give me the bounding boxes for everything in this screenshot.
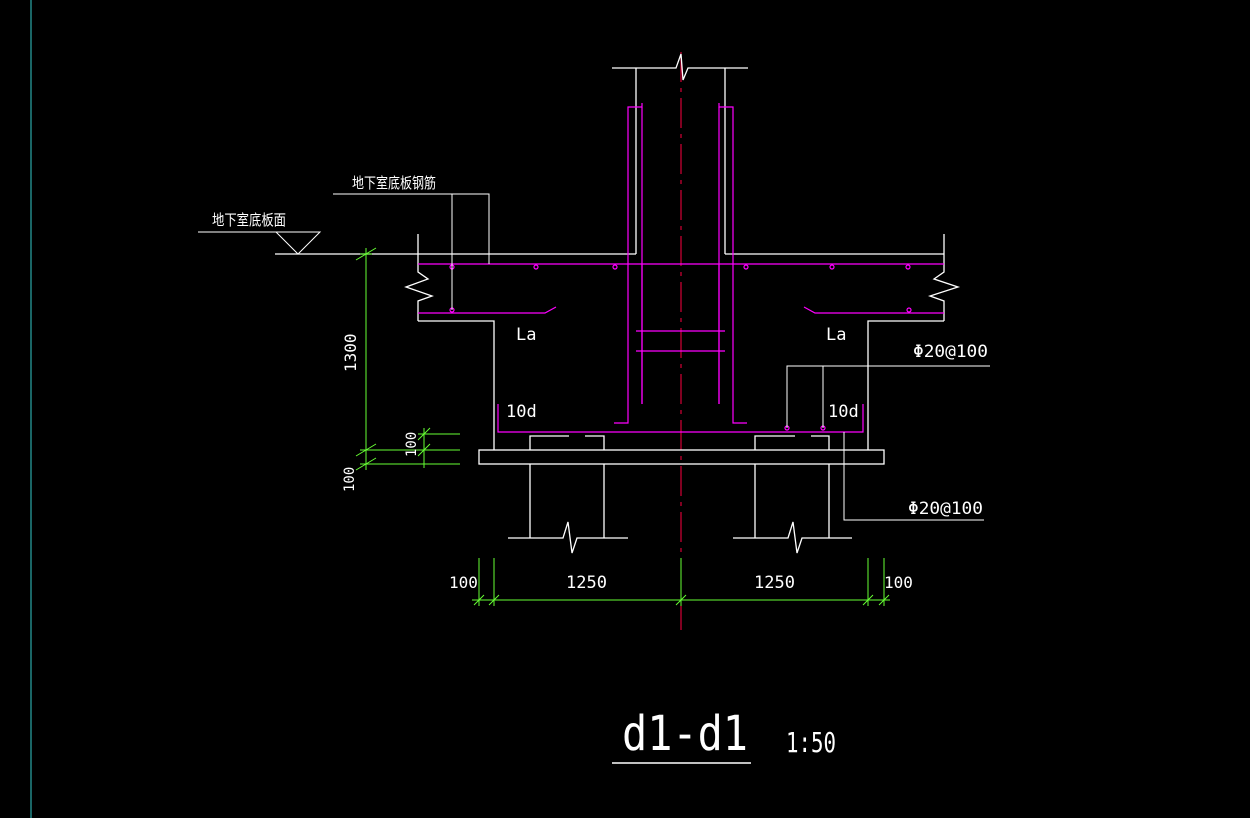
dim-width-right: 1250 <box>754 573 795 593</box>
slab-rebar-leader <box>333 193 490 264</box>
scale-label: 1:50 <box>786 726 836 759</box>
pile-left-break <box>508 521 628 554</box>
cap-bottom-bar <box>497 404 864 433</box>
slab-rebar-label: 地下室底板钢筋 <box>352 174 436 192</box>
dim-height-cover: 100 <box>404 432 420 457</box>
dim-height-pad: 100 <box>342 467 358 492</box>
pile-right-break <box>733 521 852 554</box>
anchor-label-right: La <box>826 325 846 345</box>
column-bar-left <box>614 103 643 424</box>
blinding-pad <box>478 449 885 465</box>
slab-bottom-right <box>867 320 944 450</box>
dim-height-main: 1300 <box>341 333 360 372</box>
dim-width-left-edge: 100 <box>449 573 478 592</box>
concrete-outline <box>275 53 961 554</box>
section-title: d1-d1 <box>622 706 748 762</box>
pile-left-head <box>529 435 569 450</box>
leaders <box>198 193 990 764</box>
slab-bottom-left <box>418 320 495 450</box>
rebar-top-label: Φ20@100 <box>913 342 988 362</box>
pile-right-head-r <box>811 435 830 450</box>
anchor-label-left: La <box>516 325 536 345</box>
slab-top-label: 地下室底板面 <box>212 211 286 229</box>
rebar-top-leader <box>786 365 990 428</box>
column-top-break <box>612 53 748 81</box>
slab-right-break <box>927 234 961 321</box>
dim-width-left: 1250 <box>566 573 607 593</box>
elevation-triangle <box>274 231 322 255</box>
dimensions <box>355 247 890 606</box>
rebar-bottom-leader <box>843 432 984 521</box>
bend-label-left: 10d <box>506 402 537 422</box>
column-bar-right <box>718 103 747 424</box>
slab-bottom-bar-right <box>803 306 944 314</box>
dim-width-right-edge: 100 <box>884 573 913 592</box>
rebar <box>418 103 944 433</box>
slab-bottom-bar-left <box>418 306 557 314</box>
pile-right-head <box>754 435 795 450</box>
bend-label-right: 10d <box>828 402 859 422</box>
rebar-bottom-label: Φ20@100 <box>908 499 983 519</box>
pile-left-head-r <box>585 435 605 450</box>
slab-left-break <box>404 234 434 321</box>
